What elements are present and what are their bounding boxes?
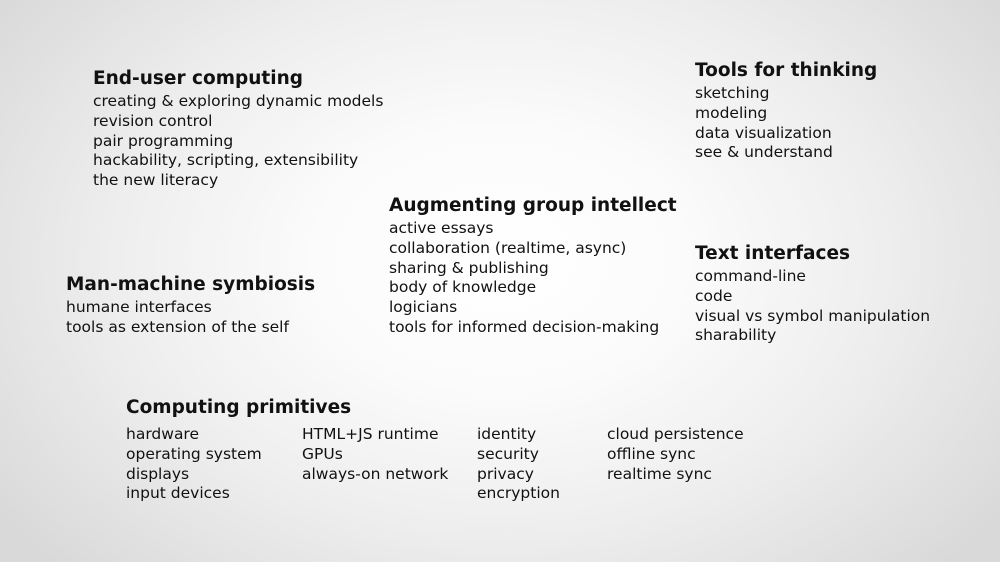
list-item: revision control <box>93 111 213 130</box>
man-machine-symbiosis-list: humane interfaces tools as extension of … <box>66 298 315 338</box>
primitives-column-sync: cloud persistence offline sync realtime … <box>607 425 744 484</box>
list-item: hardware <box>126 425 200 443</box>
list-item: input devices <box>126 484 230 503</box>
augmenting-group-intellect-list: active essays collaboration (realtime, a… <box>389 219 677 338</box>
list-item: creating & exploring dynamic models <box>93 92 384 110</box>
list-item: offline sync <box>607 444 696 463</box>
list-item: sharing & publishing <box>389 258 549 277</box>
list-item: realtime sync <box>607 464 712 483</box>
list-item: security <box>477 444 539 463</box>
list-item: hackability, scripting, extensibility <box>93 151 359 170</box>
tools-for-thinking-section: Tools for thinking sketching modeling da… <box>695 58 877 163</box>
primitives-column-hardware: hardware operating system displays input… <box>126 425 262 504</box>
end-user-computing-section: End-user computing creating & exploring … <box>93 66 383 191</box>
list-item: displays <box>126 464 190 483</box>
list-item: code <box>695 286 733 305</box>
list-item: collaboration (realtime, async) <box>389 238 627 257</box>
list-item: modeling <box>695 103 768 122</box>
list-item: body of knowledge <box>389 278 537 297</box>
list-item: cloud persistence <box>607 425 744 443</box>
list-item: data visualization <box>695 123 832 142</box>
man-machine-symbiosis-section: Man-machine symbiosis humane interfaces … <box>66 272 315 338</box>
list-item: active essays <box>389 219 494 237</box>
list-item: humane interfaces <box>66 298 212 316</box>
primitives-column-runtime: HTML+JS runtime GPUs always-on network <box>302 425 448 484</box>
list-item: the new literacy <box>93 171 219 190</box>
list-item: tools as extension of the self <box>66 317 289 336</box>
computing-primitives-section: Computing primitives hardware operating … <box>126 395 744 507</box>
list-item: GPUs <box>302 444 343 463</box>
list-item: pair programming <box>93 131 234 150</box>
end-user-computing-heading: End-user computing <box>93 68 303 89</box>
list-item: see & understand <box>695 143 833 162</box>
augmenting-group-intellect-section: Augmenting group intellect active essays… <box>389 193 677 338</box>
list-item: command-line <box>695 267 806 285</box>
list-item: identity <box>477 425 537 443</box>
computing-primitives-columns: hardware operating system displays input… <box>126 425 744 507</box>
list-item: HTML+JS runtime <box>302 425 439 443</box>
list-item: privacy <box>477 464 534 483</box>
list-item: visual vs symbol manipulation <box>695 306 931 325</box>
list-item: tools for informed decision-making <box>389 317 660 336</box>
computing-primitives-heading: Computing primitives <box>126 397 352 418</box>
list-item: sharability <box>695 326 777 345</box>
text-interfaces-list: command-line code visual vs symbol manip… <box>695 267 930 346</box>
list-item: logicians <box>389 298 458 317</box>
text-interfaces-heading: Text interfaces <box>695 243 851 264</box>
text-interfaces-section: Text interfaces command-line code visual… <box>695 241 930 346</box>
tools-for-thinking-heading: Tools for thinking <box>695 60 878 81</box>
list-item: operating system <box>126 444 262 463</box>
list-item: always-on network <box>302 464 449 483</box>
list-item: sketching <box>695 84 770 102</box>
end-user-computing-list: creating & exploring dynamic models revi… <box>93 92 383 191</box>
tools-for-thinking-list: sketching modeling data visualization se… <box>695 84 877 163</box>
augmenting-group-intellect-heading: Augmenting group intellect <box>389 195 677 216</box>
man-machine-symbiosis-heading: Man-machine symbiosis <box>66 274 316 295</box>
list-item: encryption <box>477 484 560 503</box>
primitives-column-identity: identity security privacy encryption <box>477 425 560 504</box>
